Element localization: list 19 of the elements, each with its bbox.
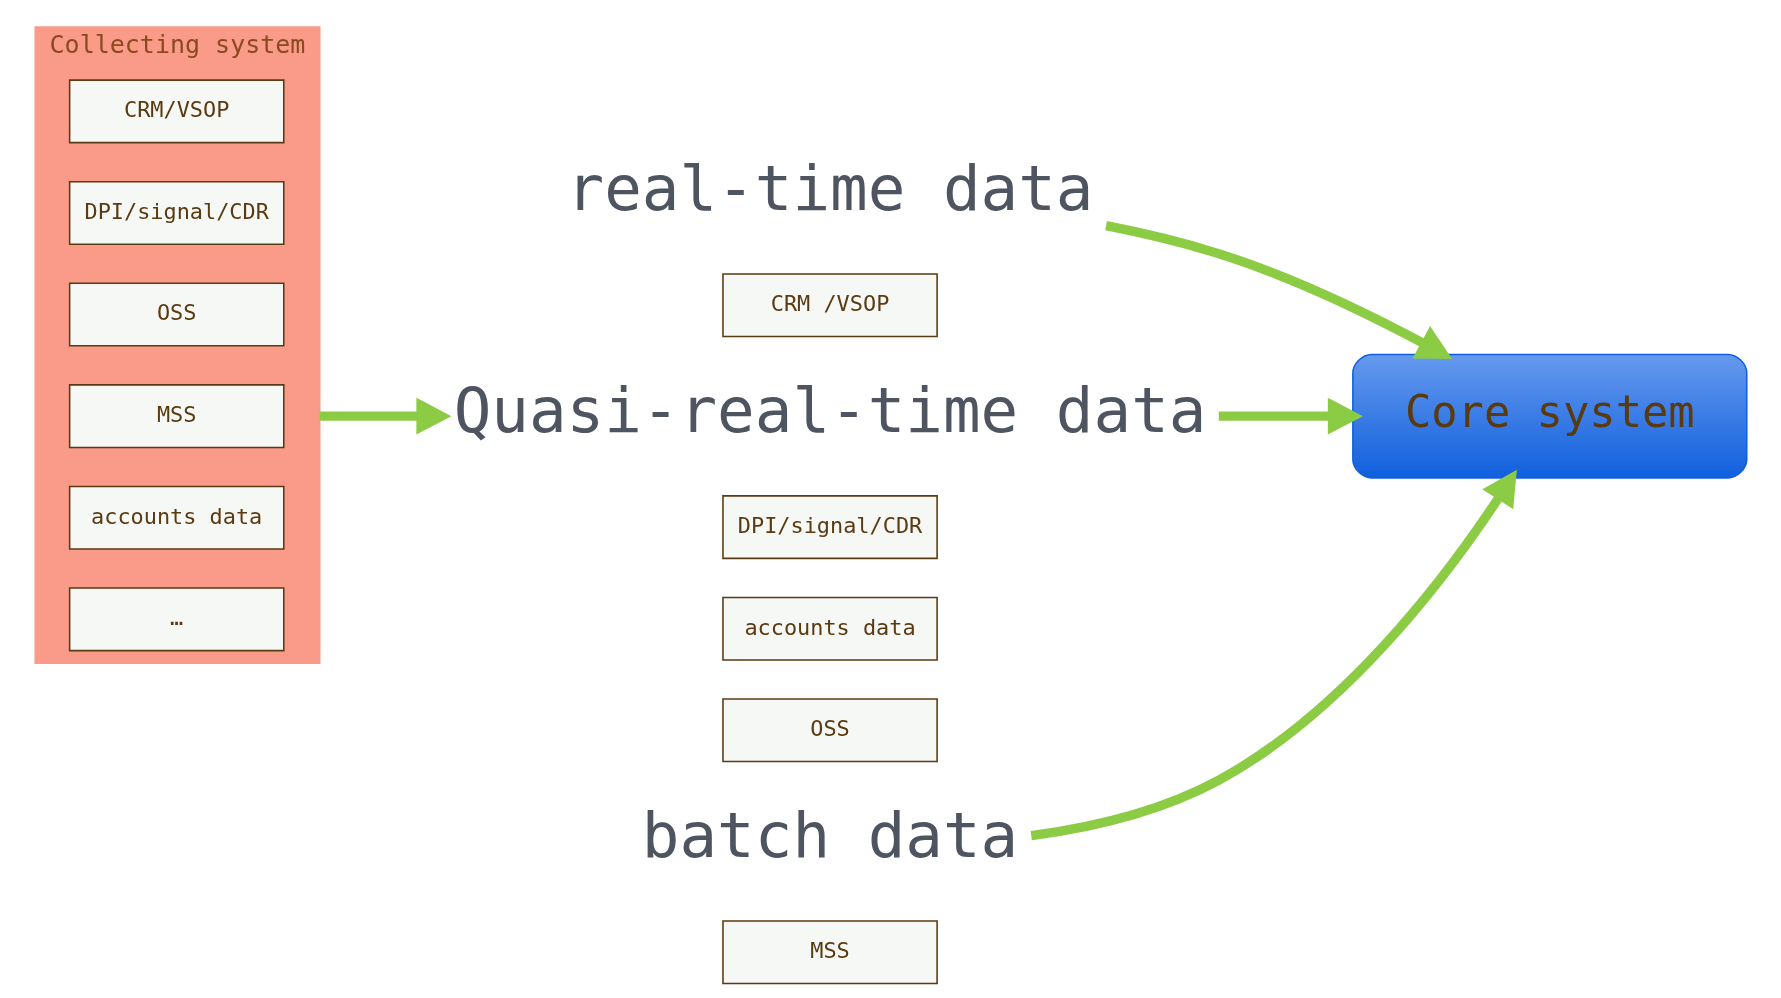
arrow xyxy=(1030,469,1517,841)
node-box: CRM /VSOP xyxy=(721,273,938,338)
node-text: batch data xyxy=(641,798,1018,872)
node-box: OSS xyxy=(68,282,285,347)
node-box: accounts data xyxy=(68,485,285,550)
arrow xyxy=(1104,221,1452,359)
node-box: Core system xyxy=(1351,353,1748,479)
node-box: CRM/VSOP xyxy=(68,79,285,144)
arrow xyxy=(319,397,451,435)
node-box: accounts data xyxy=(721,596,938,661)
node-box: DPI/signal/CDR xyxy=(68,180,285,245)
node-box: DPI/signal/CDR xyxy=(721,495,938,560)
arrow xyxy=(1218,397,1363,435)
node-box: OSS xyxy=(721,698,938,763)
node-box: MSS xyxy=(68,384,285,449)
node-box: MSS xyxy=(721,920,938,985)
node-text: real-time data xyxy=(566,151,1094,225)
node-box: … xyxy=(68,587,285,652)
node-text: Quasi-real-time data xyxy=(453,373,1206,447)
